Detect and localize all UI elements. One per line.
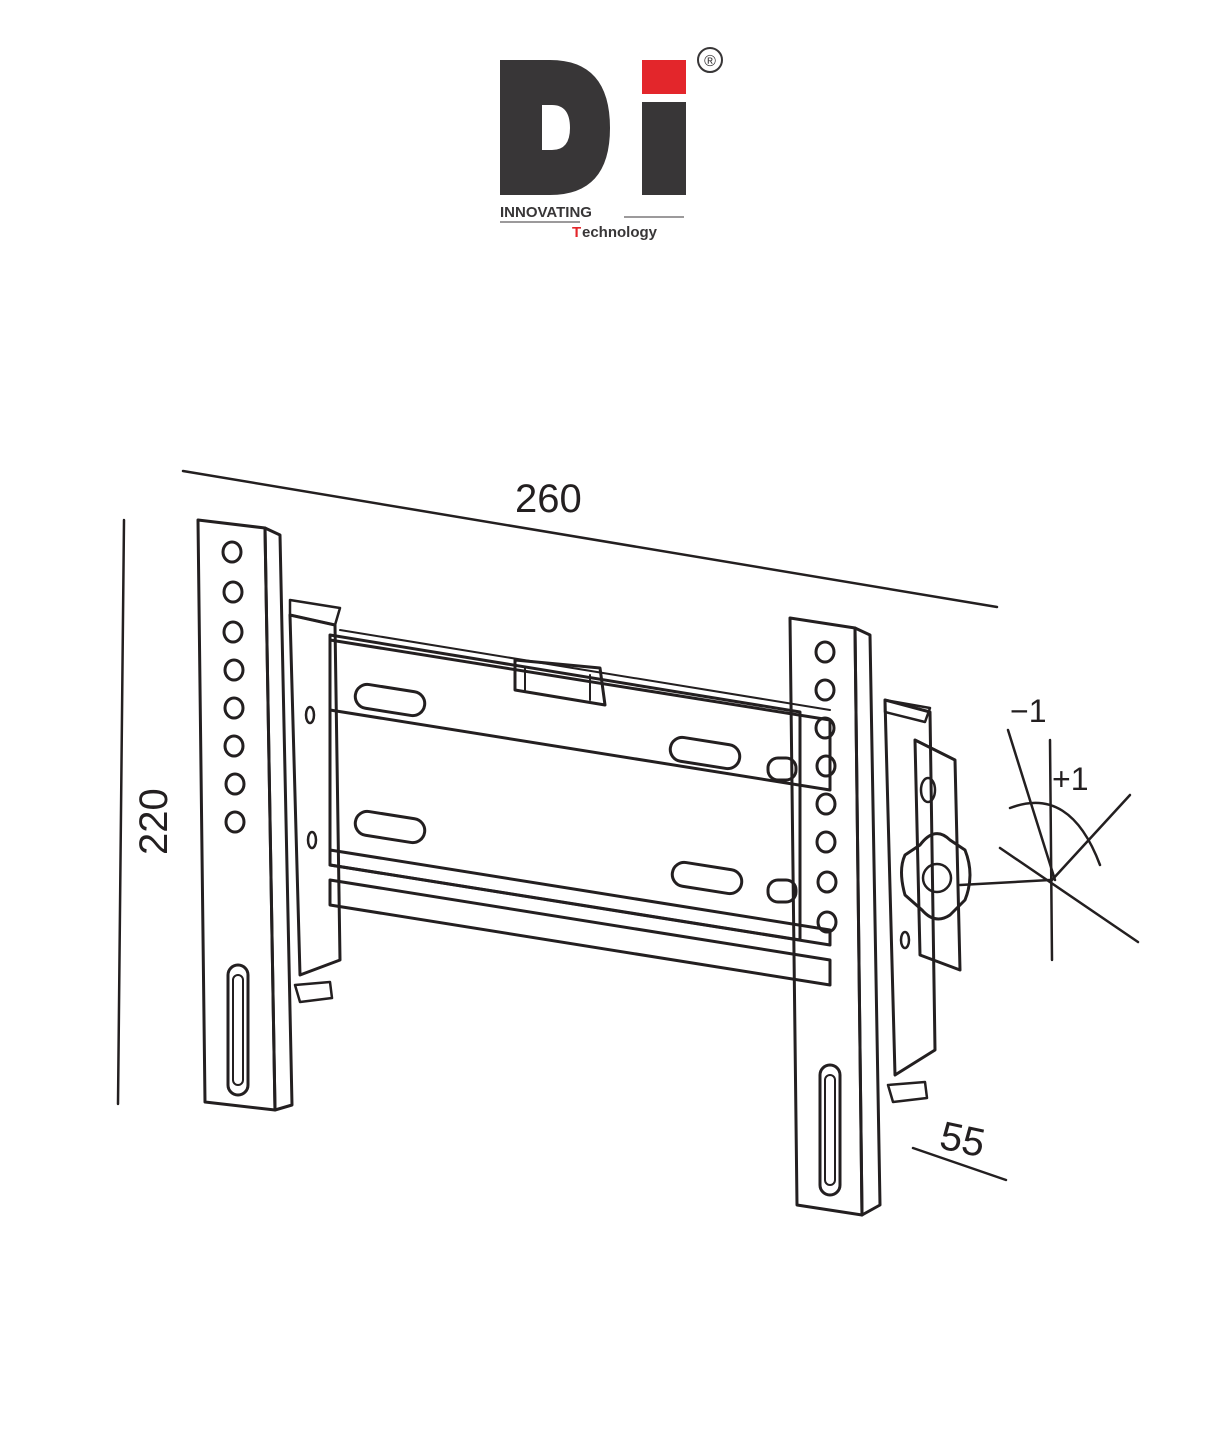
height-dimension-label: 220	[132, 788, 176, 855]
adjust-slot	[818, 1063, 842, 1197]
mount-hole	[816, 910, 838, 934]
tagline-bottom: echnology	[582, 224, 658, 241]
top-rail	[328, 629, 832, 792]
mount-hole	[815, 792, 837, 816]
mount-hole	[224, 810, 246, 834]
width-dimension-label: 260	[515, 477, 582, 521]
mount-hole	[223, 696, 245, 720]
mount-hole	[222, 620, 244, 644]
tilt-knob-icon	[900, 832, 1052, 921]
logo-i-stem	[642, 102, 686, 195]
tilt-plus-label: +1	[1052, 761, 1088, 797]
slot	[766, 756, 798, 782]
mount-hole	[222, 580, 244, 604]
mount-hole	[816, 870, 838, 894]
mount-hole	[224, 772, 246, 796]
tilt-minus-label: −1	[1010, 693, 1046, 729]
registered-icon	[697, 47, 723, 73]
rail-back-plate	[328, 633, 802, 942]
mount-hole	[221, 540, 243, 564]
height-dimension-line	[116, 518, 126, 1106]
width-dimension-line	[181, 469, 999, 609]
slot	[670, 860, 744, 896]
adjust-slot-inner	[232, 974, 244, 1086]
bottom-rail	[328, 848, 832, 987]
mount-hole	[223, 658, 245, 682]
brand-logo: ® INNOVATING T echnology	[500, 47, 723, 241]
slot	[668, 735, 742, 771]
adjust-slot	[226, 963, 250, 1097]
tagline-top: INNOVATING	[500, 204, 592, 221]
mount-hole	[814, 640, 836, 664]
depth-dimension-label: 55	[936, 1114, 989, 1166]
tagline-initial: T	[572, 224, 581, 241]
mount-hole	[814, 716, 836, 740]
left-vertical-bracket	[196, 518, 342, 1112]
depth-dimension-line	[911, 1146, 1008, 1182]
right-vertical-bracket	[788, 616, 962, 1217]
slot	[766, 878, 798, 904]
mount-hole	[815, 830, 837, 854]
registered-symbol: ®	[704, 53, 716, 70]
mount-hole	[815, 754, 837, 778]
mount-hole	[223, 734, 245, 758]
tilt-angle-indicator: −1 +1	[998, 693, 1140, 962]
slot	[353, 809, 427, 845]
adjust-slot-inner	[824, 1074, 836, 1186]
center-clip	[513, 658, 607, 707]
logo-d-shape	[500, 60, 610, 195]
logo-i-dot	[642, 60, 686, 94]
slot	[353, 682, 427, 718]
mount-hole	[814, 678, 836, 702]
